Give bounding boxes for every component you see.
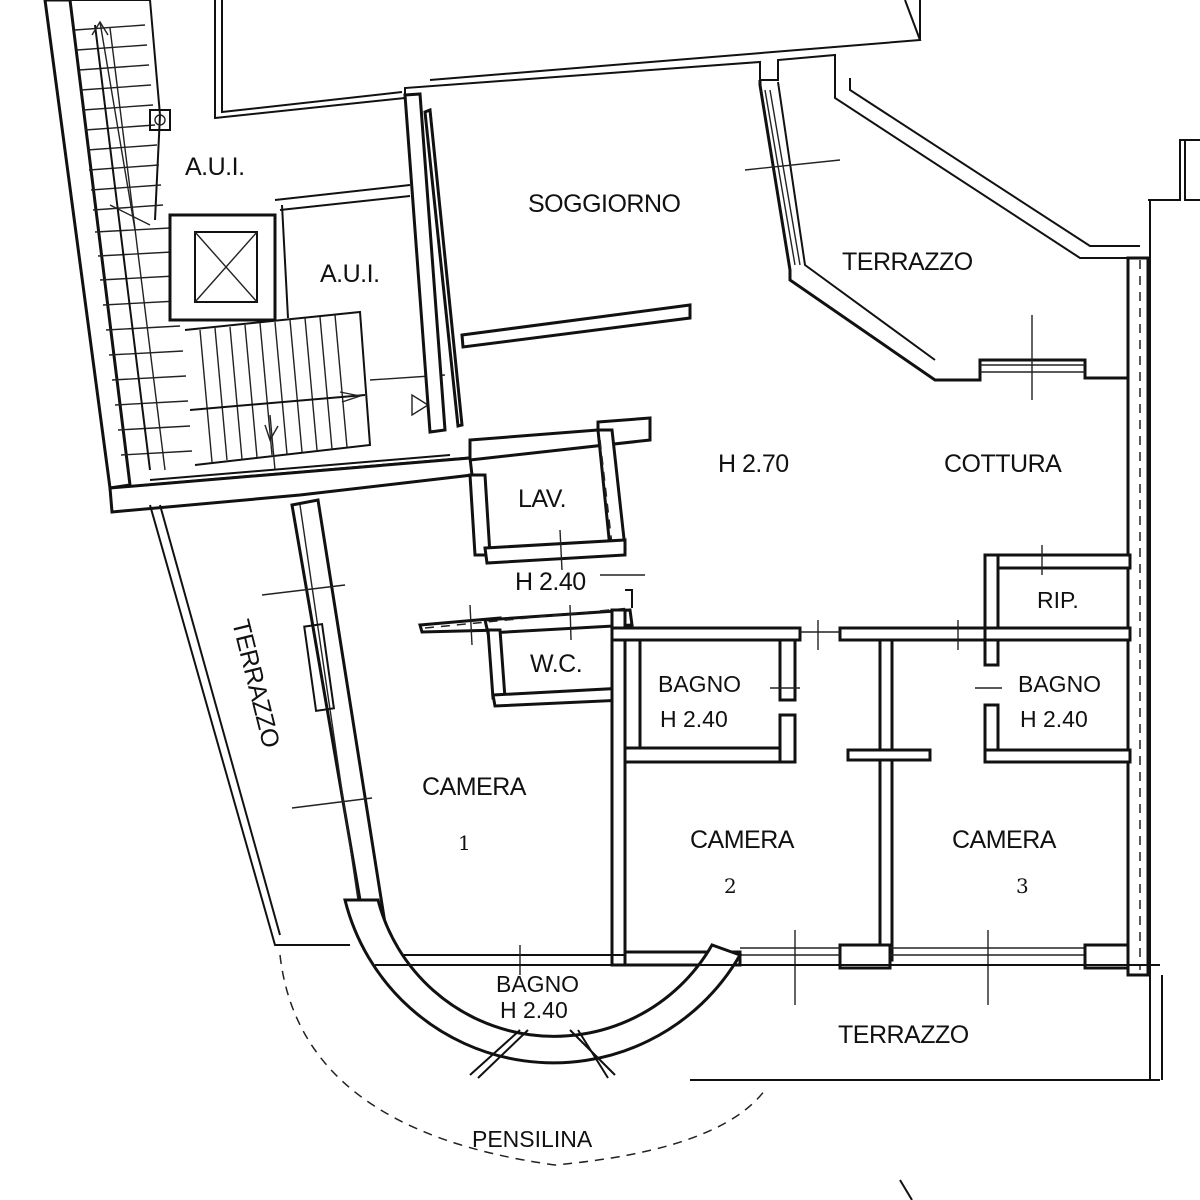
- label-height-main: H 2.70: [718, 450, 789, 478]
- upper-building: [214, 0, 922, 120]
- label-aui-top: A.U.I.: [185, 153, 245, 181]
- stair-treads-left: [74, 24, 193, 456]
- label-bagno-round: BAGNO: [496, 971, 579, 997]
- label-camera-3: CAMERA: [952, 826, 1057, 854]
- label-wc: W.C.: [530, 650, 582, 678]
- label-terrazzo-left: TERRAZZO: [226, 617, 285, 751]
- label-camera-2: CAMERA: [690, 826, 795, 854]
- label-camera-1-number: 1: [458, 831, 471, 855]
- label-terrazzo-top: TERRAZZO: [842, 248, 973, 276]
- main-walls: [108, 92, 692, 514]
- label-camera-2-number: 2: [724, 874, 737, 898]
- room-labels: A.U.I. A.U.I. SOGGIORNO TERRAZZO H 2.70 …: [185, 153, 1101, 1152]
- terrace-top: [744, 78, 1200, 1080]
- label-height-corridor: H 2.40: [515, 568, 586, 596]
- round-bathroom: [279, 898, 1160, 1200]
- bedroom-walls: [610, 545, 1132, 1005]
- elevator-shaft: [168, 213, 277, 322]
- label-camera-3-number: 3: [1016, 874, 1029, 898]
- label-aui-mid: A.U.I.: [320, 260, 380, 288]
- service-core: [418, 428, 645, 708]
- label-pensilina: PENSILINA: [472, 1126, 593, 1152]
- label-cottura: COTTURA: [944, 450, 1062, 478]
- label-terrazzo-bottom: TERRAZZO: [838, 1021, 969, 1049]
- label-bagno-round-height: H 2.40: [500, 997, 568, 1023]
- label-lav: LAV.: [518, 485, 566, 513]
- label-bagno-a: BAGNO: [658, 671, 741, 697]
- stairwell: [43, 0, 451, 490]
- label-camera-1: CAMERA: [422, 773, 527, 801]
- label-soggiorno: SOGGIORNO: [528, 190, 681, 218]
- label-bagno-a-height: H 2.40: [660, 706, 728, 732]
- label-bagno-b: BAGNO: [1018, 671, 1101, 697]
- label-rip: RIP.: [1037, 587, 1079, 613]
- label-bagno-b-height: H 2.40: [1020, 706, 1088, 732]
- stair-treads-lower: [184, 310, 372, 471]
